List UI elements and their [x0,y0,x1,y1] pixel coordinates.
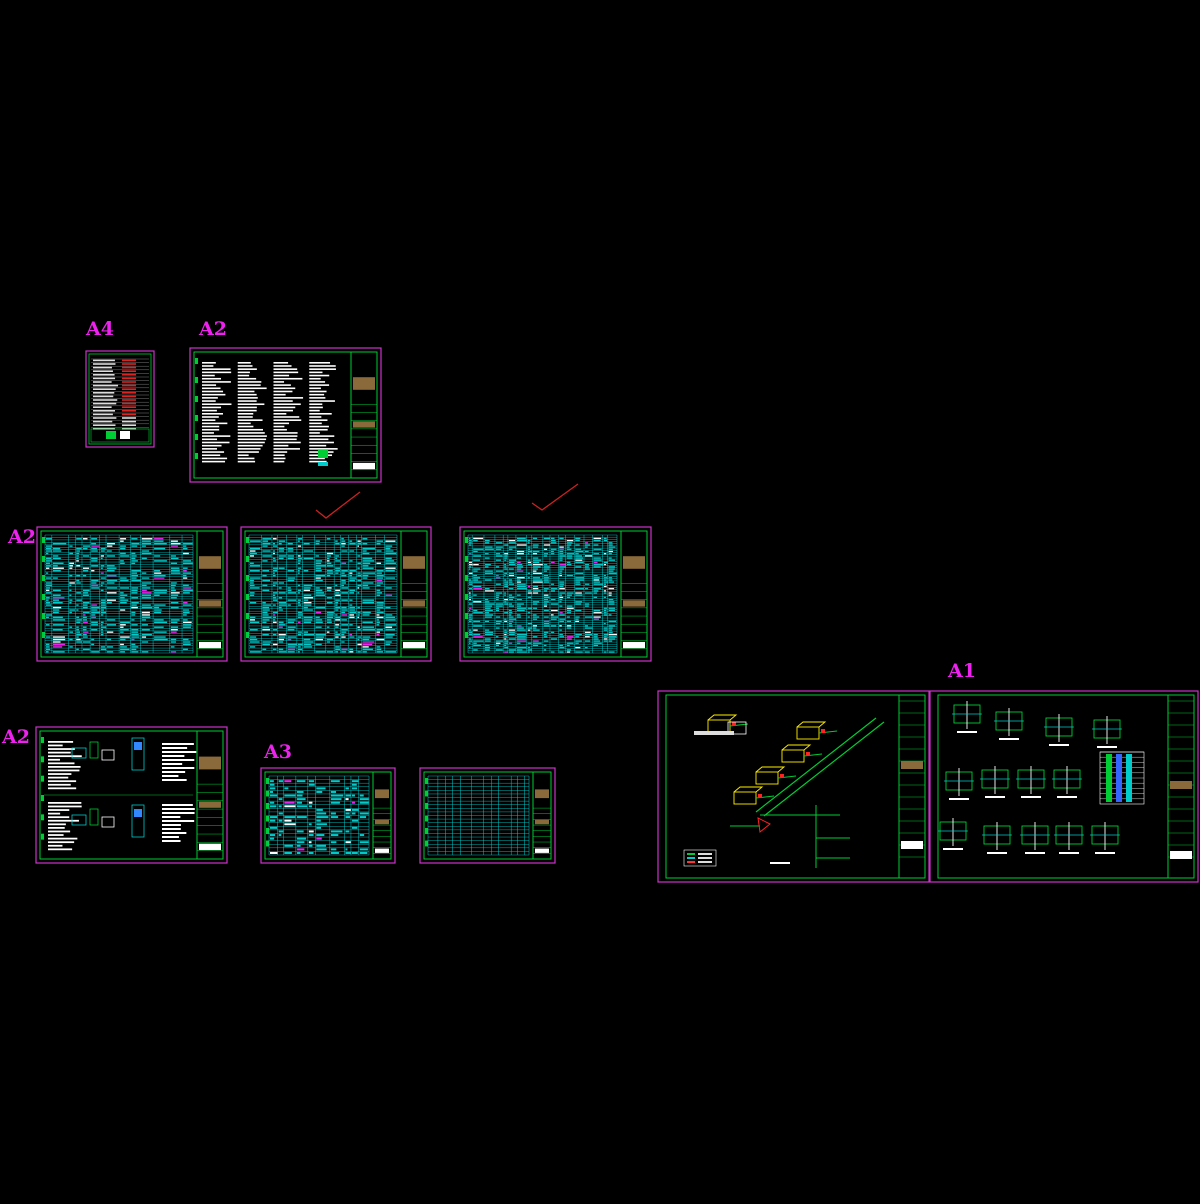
detail-symbol [938,818,968,850]
label-a1: A1 [948,660,976,682]
air-handler-box [707,719,731,733]
legend [683,849,717,867]
title-block-fill [403,556,425,569]
title-block [196,730,224,860]
detail-symbol [1016,766,1046,798]
label-a2-top: A2 [199,318,227,340]
detail-symbol [1044,714,1074,746]
title-block [620,530,648,658]
detail-symbol [1090,822,1120,854]
title-block-fill [403,600,425,607]
data-table [44,534,194,654]
title-block-stamp [403,641,425,649]
detail-symbol [944,768,974,800]
detail-symbol [980,766,1010,798]
label-a2-bottom: A2 [2,726,30,748]
detail-symbol [1052,766,1082,798]
title-block [372,771,392,860]
air-handler-box [796,726,820,740]
sheet-outer-frame [260,767,396,864]
title-block-fill [199,556,221,569]
title-block [400,530,428,658]
sheet-inner-frame [937,694,1195,879]
detail-symbol [1092,716,1122,748]
equipment-symbol [131,804,145,838]
title-block-fill [375,789,389,799]
main-duct [755,717,877,813]
title-block-fill [199,801,221,808]
data-table [268,775,370,856]
title-block-fill [623,556,645,569]
sheet-outer-frame [459,526,652,662]
sheet-outer-frame [35,726,228,864]
data-table [427,775,530,856]
sheet-a1-isometric [657,690,930,883]
equipment-symbol [71,747,87,759]
detail-symbol [1054,822,1084,854]
detail-symbol [1020,822,1050,854]
sheet-inner-frame [88,353,152,445]
sheet-a2-table-3 [459,526,652,662]
data-table [248,534,398,654]
detail-drawings [938,701,1122,854]
sheet-inner-frame [665,694,926,879]
sheet-a3-table-1 [260,767,396,864]
title-block [532,771,552,860]
sheet-outer-frame [929,690,1199,883]
title-block-fill [535,789,549,799]
sheet-a1-details [929,690,1199,883]
title-block [1167,694,1195,879]
sheet-a2-table-1 [36,526,228,662]
sheet-a2-details [35,726,228,864]
sheet-outer-frame [36,526,228,662]
check-mark [531,483,579,511]
title-block [350,351,378,479]
sheet-outer-frame [419,767,556,864]
title-block-fill [199,600,221,607]
equipment-symbol [131,737,145,771]
title-block-fill [375,819,389,825]
material-legend [1099,751,1145,805]
main-duct [763,721,885,817]
air-handler-box [781,749,805,763]
title-block [898,694,926,879]
title-block-fill [199,756,221,770]
detail-symbol [982,822,1012,854]
data-table [467,534,618,654]
title-block [196,530,224,658]
sheet-outer-frame [85,350,155,448]
sheet-a4-index [85,350,155,448]
sheet-outer-frame [189,347,382,483]
detail-symbol [952,701,982,733]
label-a4: A4 [86,318,114,340]
sheet-a3-table-2 [419,767,556,864]
title-block-stamp [623,641,645,649]
title-block-stamp [199,641,221,649]
title-block-fill [353,421,375,428]
sheet-a2-table-2 [240,526,432,662]
isometric-duct-system [694,714,885,868]
title-block-stamp [199,843,221,851]
title-block-stamp [375,848,389,853]
equipment-symbol [71,814,87,826]
title-block [90,428,150,443]
check-mark [315,491,361,519]
sheet-outer-frame [657,690,930,883]
sheet-a2-notes [189,347,382,483]
detail-symbol [994,708,1024,740]
label-a2-mid: A2 [8,526,36,548]
label-a3: A3 [264,741,292,763]
check-marks [315,483,579,519]
sheet-outer-frame [240,526,432,662]
title-block-fill [353,377,375,390]
title-block-fill [623,600,645,607]
title-block-stamp [535,848,549,853]
air-handler-box [733,791,757,805]
air-handler-box [755,771,779,785]
title-block-stamp [353,462,375,470]
title-block-fill [535,819,549,825]
